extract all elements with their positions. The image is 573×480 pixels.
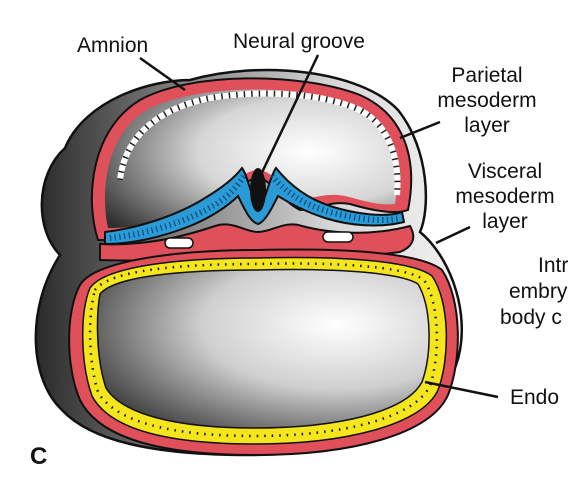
label-neural-groove: Neural groove (233, 30, 365, 53)
visceral-leader (435, 225, 471, 245)
panel-letter: C (30, 443, 47, 470)
label-parietal-1: Parietal (451, 64, 522, 87)
label-visceral-3: layer (482, 210, 528, 233)
label-intra-1: Intr (538, 254, 568, 277)
label-parietal-3: layer (464, 114, 510, 137)
label-amnion: Amnion (77, 34, 148, 57)
amniotic-cavity (104, 89, 398, 228)
label-intra-3: body c (500, 306, 562, 329)
amnion-cell-borders (117, 90, 401, 196)
label-visceral-1: Visceral (468, 160, 542, 183)
yolk-sac-cavity (96, 268, 430, 429)
label-parietal-2: mesoderm (437, 89, 536, 112)
coelomic-space-left (164, 237, 194, 249)
parietal-leader (399, 120, 441, 140)
label-intra-2: embry (509, 280, 568, 303)
neural-ectoderm-striations (109, 174, 401, 241)
amnion-leader (139, 56, 186, 92)
label-visceral-2: mesoderm (455, 185, 554, 208)
label-endoderm: Endo (510, 386, 559, 409)
neural-groove-leader (254, 54, 320, 186)
neural-groove-lumen (250, 168, 266, 212)
endoderm-leader (424, 380, 499, 399)
coelomic-space-right (322, 231, 354, 243)
